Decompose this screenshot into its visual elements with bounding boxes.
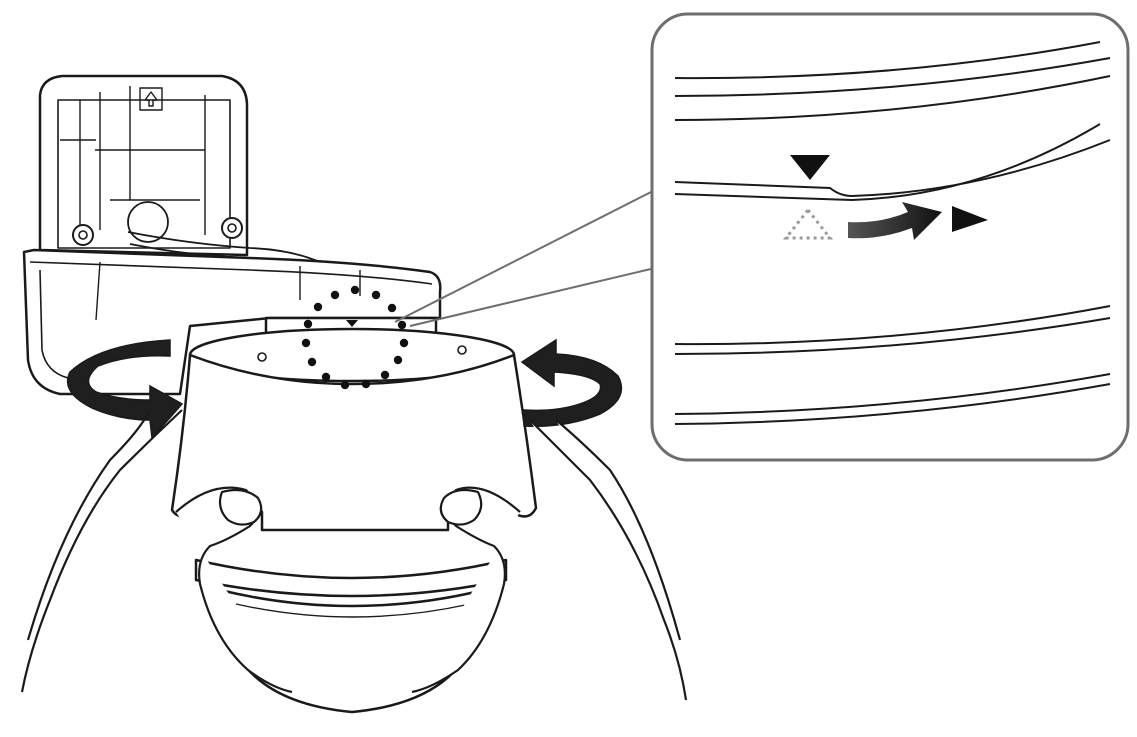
bracket-inner-frame — [57, 99, 231, 249]
highlight-dotted-circle — [301, 285, 409, 390]
camera-lower-rim — [194, 558, 508, 598]
triangle-right-marker-icon — [952, 206, 988, 232]
curved-arrow-counterclockwise-icon — [520, 338, 623, 427]
camera-housing — [170, 316, 538, 714]
bracket-back-plate — [38, 74, 249, 257]
slide-arrow-icon — [848, 202, 942, 240]
dotted-triangle-up-marker-icon — [782, 207, 834, 240]
small-mark-on-collar — [346, 320, 358, 327]
callout-leader-lines — [394, 189, 656, 327]
bracket-up-arrow — [144, 91, 158, 107]
curved-arrow-clockwise-icon — [66, 339, 184, 440]
bracket-cable-hole — [127, 201, 169, 243]
hands — [20, 409, 688, 701]
right-hand — [411, 419, 688, 701]
triangle-down-marker-icon — [790, 155, 830, 180]
callout-ring-lines — [674, 41, 1111, 425]
bracket-arm-side — [39, 269, 69, 379]
left-thumb — [218, 488, 263, 526]
left-hand — [20, 409, 293, 694]
right-thumb — [439, 488, 483, 526]
callout-frame — [650, 12, 1130, 462]
cap-screw-2 — [457, 345, 467, 355]
bracket-inner-ribs — [60, 86, 206, 240]
cap-screw-1 — [257, 352, 267, 362]
bracket-arm-top-edge — [29, 261, 433, 285]
bracket-up-arrow-slot — [139, 87, 163, 111]
zoom-callout-panel — [650, 12, 1130, 462]
